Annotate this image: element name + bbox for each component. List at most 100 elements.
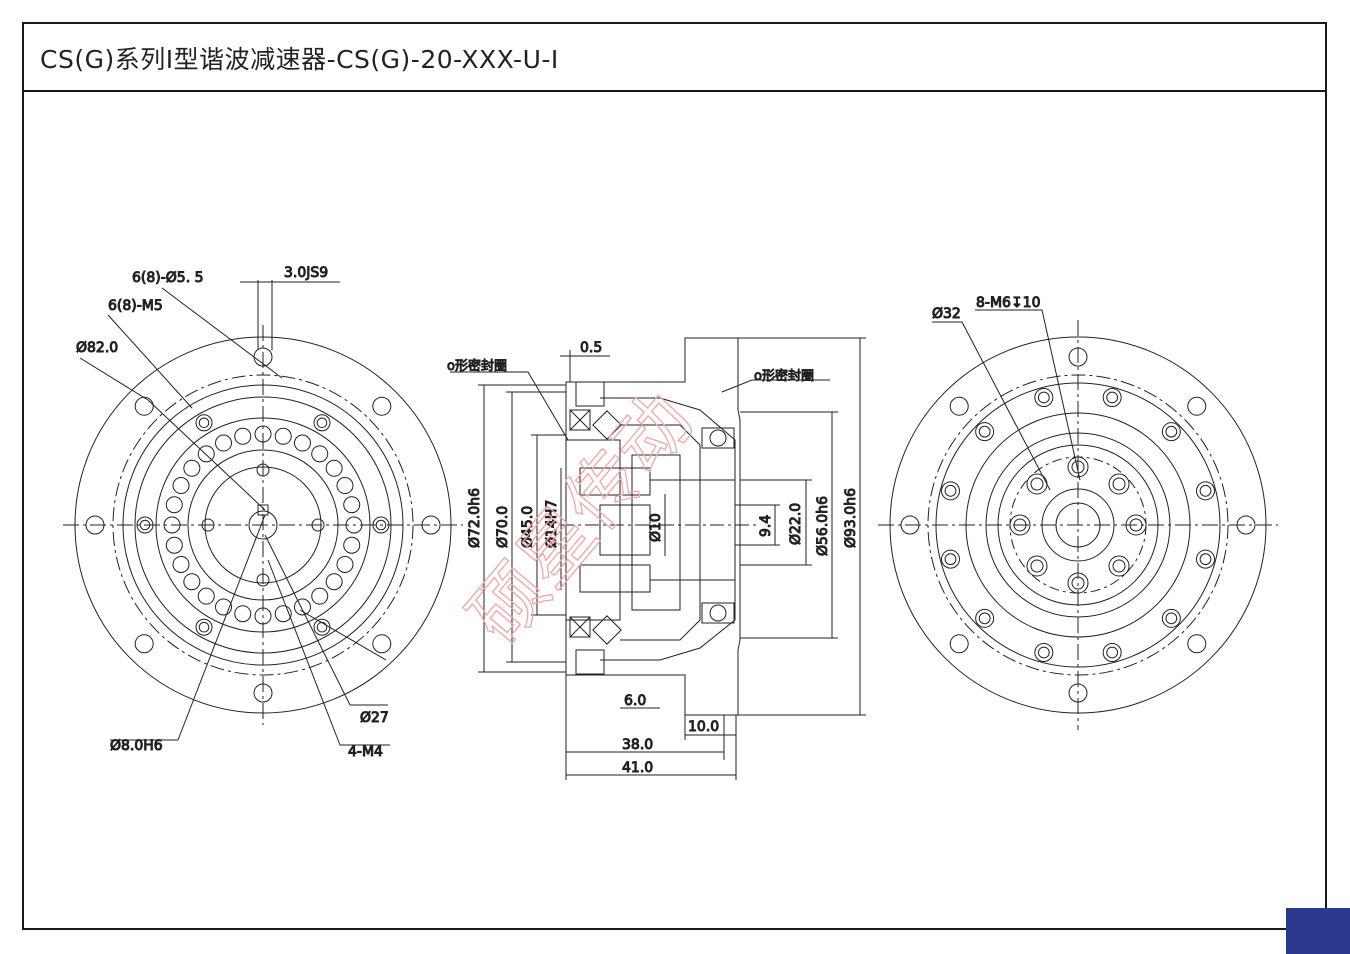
w41-label: 41.0	[622, 760, 653, 776]
d72-label: Ø72.0h6	[467, 488, 483, 548]
rear-tapped-hole	[940, 549, 960, 569]
hub-hole	[311, 518, 325, 532]
tapped-hole-inner	[198, 417, 210, 429]
tapped-4-label: 4-M4	[348, 744, 383, 760]
rear-flange-hole	[949, 634, 969, 654]
rear-tapped-hole-inner	[1037, 646, 1050, 659]
front-view-leaders	[79, 280, 390, 746]
rear-flange-hole	[1187, 396, 1207, 416]
h9-label: 9.4	[758, 515, 774, 537]
rear-hub-hole-inner	[1112, 477, 1126, 491]
rear-hub-hole	[1009, 514, 1031, 536]
body-circle	[122, 384, 404, 666]
cross-roller-bearing-bottom	[569, 615, 622, 645]
rear-hub-hole-inner	[1112, 559, 1126, 573]
rear-tapped-hole-inner	[1037, 391, 1050, 404]
roller	[336, 477, 354, 495]
rear-tapped-hole	[1196, 549, 1216, 569]
hub-hole	[256, 573, 270, 587]
keyway	[257, 504, 269, 516]
rear-hub-hole-inner	[1030, 477, 1044, 491]
roller	[215, 434, 233, 452]
rear-housing-circle	[965, 412, 1191, 638]
rear-tapped-hole	[1161, 422, 1181, 442]
roller	[254, 425, 272, 443]
roller	[172, 477, 190, 495]
roller	[293, 434, 311, 452]
title-bar: CS(G)系列I型谐波减速器-CS(G)-20-XXX-U-I	[24, 24, 1325, 92]
rear-tapped-hole	[1196, 481, 1216, 501]
rear-view-geometry	[878, 320, 1278, 730]
d45-label: Ø45.0	[520, 506, 536, 548]
tapped-hole	[313, 618, 331, 636]
tapped-hole-inner	[139, 519, 151, 531]
section-outline	[565, 337, 741, 716]
flange-pitch-circle	[112, 374, 414, 676]
rear-hub-hole	[1067, 456, 1089, 478]
gap-label: 0.5	[580, 340, 602, 356]
roller	[234, 427, 252, 445]
roller	[343, 536, 361, 554]
bore-circle	[248, 510, 278, 540]
flange-hole	[134, 634, 154, 654]
flange-hole	[421, 515, 441, 535]
flange-hole	[372, 396, 392, 416]
rear-hub-hole	[1067, 572, 1089, 594]
bore-label: Ø8.0H6	[110, 738, 163, 754]
rear-center-boss	[1041, 488, 1115, 562]
rear-tapped-hole-inner	[944, 484, 957, 497]
section-view: o形密封圈 o形密封圈 0.5 Ø72.0h6 Ø70.0 Ø45.0 Ø14H…	[447, 337, 866, 780]
tapped-hole-inner	[316, 621, 328, 633]
w6-label: 6.0	[624, 693, 646, 709]
tapped-8-label: 8-M6↧10	[976, 295, 1041, 311]
rear-tapped-hole	[940, 481, 960, 501]
d56-label: Ø56.0h6	[815, 496, 831, 556]
rear-tapped-hole-inner	[978, 612, 991, 625]
roller	[274, 605, 292, 623]
roller	[325, 573, 343, 591]
rear-hub-hole	[1125, 514, 1147, 536]
ball-bearings	[701, 427, 735, 624]
oring-left-label: o形密封圈	[447, 358, 507, 374]
d32-label: Ø32	[932, 306, 961, 322]
tapped-hole-inner	[198, 621, 210, 633]
hub-hole	[201, 518, 215, 532]
roller	[172, 555, 190, 573]
roller	[183, 573, 201, 591]
w38-label: 38.0	[622, 737, 653, 753]
rear-tapped-hole	[1161, 608, 1181, 628]
flange-hole	[372, 634, 392, 654]
roller	[311, 587, 329, 605]
roller	[165, 496, 183, 514]
rear-flange-hole	[1236, 515, 1256, 535]
rear-tapped-hole-inner	[1199, 553, 1212, 566]
tapped-hole	[372, 516, 390, 534]
rear-hub-hole	[1026, 555, 1048, 577]
rear-tapped-hole-inner	[1165, 425, 1178, 438]
page-title: CS(G)系列I型谐波减速器-CS(G)-20-XXX-U-I	[40, 45, 559, 74]
rear-flange-hole	[1068, 347, 1088, 367]
rear-tapped-hole	[1034, 643, 1054, 663]
outer-dia-label: Ø82.0	[76, 340, 118, 356]
roller	[254, 607, 272, 625]
drawing-frame: CS(G)系列I型谐波减速器-CS(G)-20-XXX-U-I	[22, 22, 1327, 930]
tapped-hole	[313, 414, 331, 432]
roller	[197, 587, 215, 605]
hub-circle	[204, 466, 322, 584]
rear-tapped-hole	[1102, 387, 1122, 407]
roller	[311, 445, 329, 463]
flange-hole	[134, 396, 154, 416]
horizontal-dimensions	[560, 350, 737, 780]
tapped-hole-inner	[316, 417, 328, 429]
bolts	[575, 381, 605, 675]
rear-tapped-hole-inner	[1165, 612, 1178, 625]
rear-hub-hole	[1026, 473, 1048, 495]
rear-flange-hole	[900, 515, 920, 535]
keyway-label: 3.0JS9	[284, 265, 328, 281]
roller	[163, 516, 181, 534]
rear-body-circle	[935, 382, 1221, 668]
rear-tapped-hole-inner	[944, 553, 957, 566]
rear-hub-hole	[1108, 555, 1130, 577]
rear-tapped-hole	[1034, 387, 1054, 407]
